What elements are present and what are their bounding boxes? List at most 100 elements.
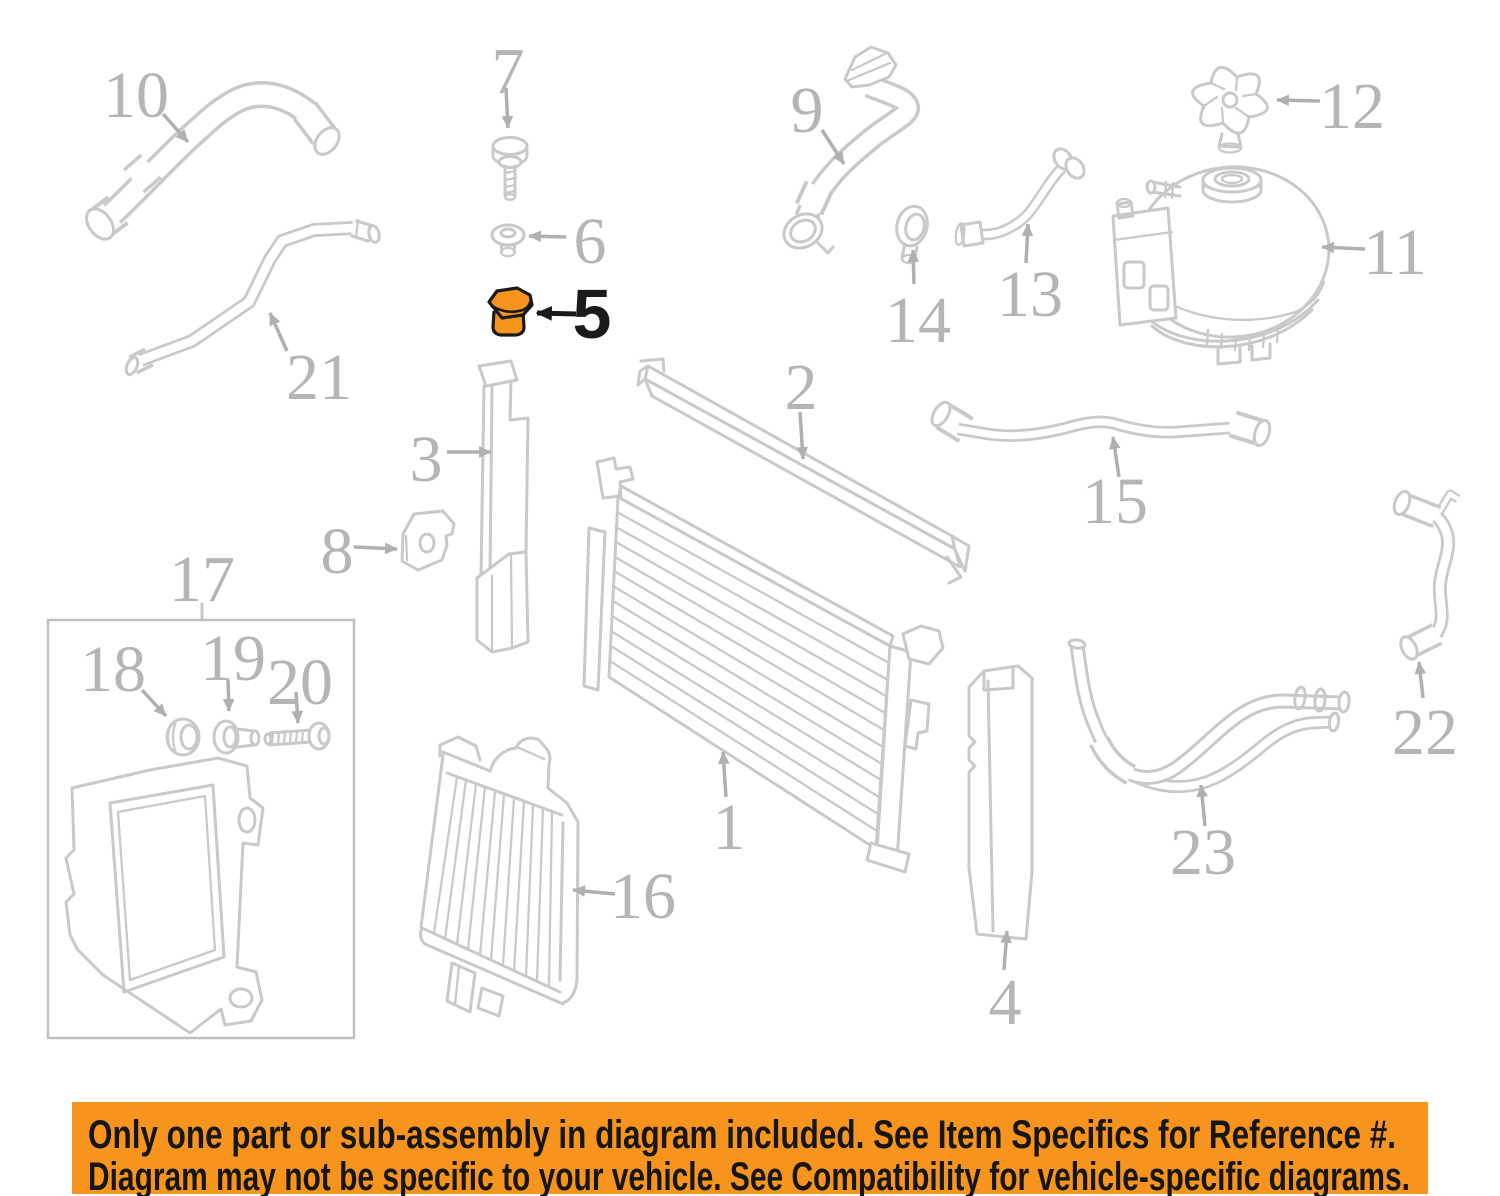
callout-arrows [140,87,1427,971]
detail [639,357,666,373]
part-label-17: 17 [169,543,235,616]
outline [400,509,456,572]
part-21-hose [124,218,381,377]
part-label-16: 16 [610,860,676,933]
part-label-23: 23 [1170,816,1236,889]
end-cap [85,207,115,241]
part-label-12: 12 [1319,70,1385,143]
stem-cap [1217,142,1243,154]
right-top-bracket [901,624,945,666]
filler-neck [488,736,552,790]
outline [967,664,1034,941]
window [108,783,226,994]
part-8-bracket [400,509,456,572]
cap-notch [490,297,533,314]
ribs [166,719,178,755]
box-border [46,618,356,1040]
flange [490,223,526,247]
arrow-23 [1196,784,1208,827]
foot [475,550,530,654]
bottom-bar [419,926,565,1006]
arrow-13 [1021,223,1034,264]
arrow-12 [1276,94,1321,107]
part-label-19: 19 [200,622,266,695]
window-inner [116,794,217,982]
edge [404,534,409,562]
arrow-9 [820,129,846,165]
arrow-10 [161,112,190,144]
fins [432,775,554,989]
opening-inner [789,218,817,244]
foot [476,986,505,1018]
part-label-10: 10 [103,59,169,132]
arrow-20 [291,691,303,724]
arrow-7 [501,87,514,129]
part-label-3: 3 [410,423,443,496]
arrow-19 [222,679,235,712]
part-20-screw [263,721,331,751]
part-11-expansion-tank [1111,165,1331,366]
skirt-slots [1205,326,1280,352]
neck-opening [1213,170,1251,188]
collar [354,218,360,240]
cap [477,359,519,388]
end-cap [1337,690,1351,714]
arrow-22 [1414,661,1427,699]
arrow-14 [907,249,920,285]
arrow-5-highlight [535,305,577,321]
part-label-13: 13 [997,258,1063,331]
part-label-7: 7 [492,35,525,108]
arrow-16 [572,885,616,897]
right-connector [1064,156,1086,180]
left-cap [954,221,966,247]
part-label-20: 20 [267,646,333,719]
bracket-hole [1148,284,1170,312]
left-edge [419,753,445,929]
spokes [1202,75,1258,125]
part-label-9: 9 [791,74,824,147]
part-10-upper-hose [81,95,341,245]
part-label-22: 22 [1392,696,1458,769]
banner-line-1: Only one part or sub-assembly in diagram… [88,1113,1396,1157]
threads [270,728,305,746]
part-3-mounting-strip [475,359,530,654]
neck-opening-inner [1220,173,1244,185]
arrow-1 [718,751,730,798]
arrow-2 [796,411,809,460]
banner-line-2: Diagram may not be specific to your vehi… [88,1155,1410,1196]
cup-bottom [499,246,517,258]
hole [418,532,436,554]
arrow-21 [268,312,289,352]
inner [222,725,238,749]
inner [179,723,199,751]
part-4-air-duct [967,664,1034,941]
detail [950,534,971,573]
part-5-highlighted-grommet [487,286,534,337]
part-label-14: 14 [885,284,951,357]
part-label-4: 4 [989,966,1022,1039]
nipple-collar [1163,180,1175,200]
part-12-cap [1191,66,1269,154]
cut-end [1067,638,1087,650]
ear-hole [228,987,254,1009]
part-label-11: 11 [1363,216,1427,289]
part-label-5-highlighted: 5 [573,275,612,353]
disclaimer-banner: Only one part or sub-assembly in diagram… [72,1102,1428,1196]
end-cap [124,355,140,377]
collar-ring [1293,685,1307,711]
part-15-pipe [928,400,1272,448]
part-9-hose [782,45,908,255]
detail [945,555,963,585]
cap [249,729,261,747]
head [491,136,529,156]
flange [497,155,523,169]
corner-tab [438,735,482,762]
frame-component [64,756,265,1035]
part-18-grommet [165,717,201,757]
foot [865,841,911,874]
left-plate [582,526,607,692]
end-cap [930,400,952,428]
part-16-aux-radiator [419,735,580,1018]
part-label-15: 15 [1082,465,1148,538]
collar [134,166,151,181]
